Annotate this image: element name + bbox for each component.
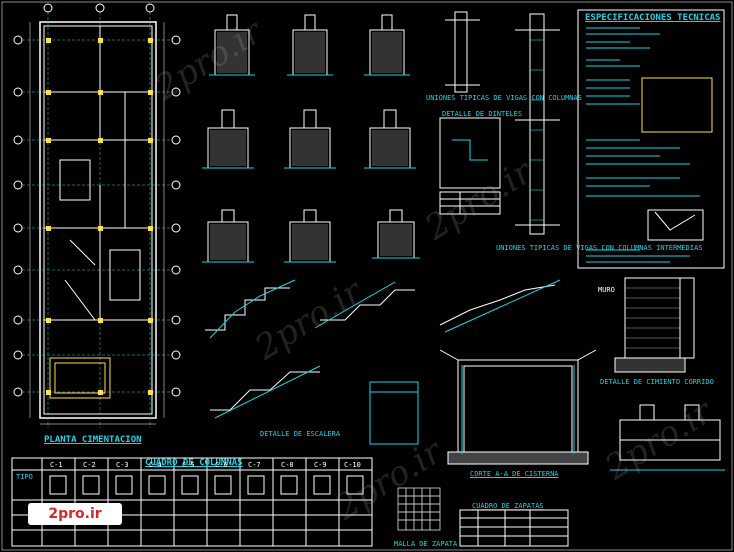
- footing-table-title: CUADRO DE ZAPATAS: [472, 502, 544, 510]
- column-table-header-4: C-4: [149, 461, 162, 469]
- column-table-header-6: C-6: [215, 461, 228, 469]
- cistern-section: [439, 349, 597, 465]
- footing-elevation: [610, 404, 725, 471]
- mesh-label: MALLA DE ZAPATA: [394, 540, 458, 548]
- column-table-header-9: C-9: [314, 461, 327, 469]
- foundation-plan: [13, 3, 181, 428]
- column-table-header-3: C-3: [116, 461, 129, 469]
- beam-column-label-2: UNIONES TIPICAS DE VIGAS CON COLUMNAS IN…: [496, 244, 703, 252]
- column-table-header-1: C-1: [50, 461, 63, 469]
- column-table-title: CUADRO DE COLUMNAS: [145, 458, 243, 468]
- column-table-header-2: C-2: [83, 461, 96, 469]
- footing-mesh: [397, 487, 441, 531]
- footing-sections: [202, 14, 420, 263]
- legend-box: [369, 381, 419, 445]
- watermark-logo: 2pro.ir: [28, 503, 122, 525]
- specs-box: [577, 9, 725, 269]
- cistern-section-label: CORTE A-A DE CISTERNA: [470, 470, 559, 478]
- column-elevations: [445, 11, 560, 235]
- column-table: [11, 457, 373, 547]
- stair-label: DETALLE DE ESCALERA: [260, 430, 341, 438]
- dintel-detail: [439, 117, 501, 215]
- column-table-header-7: C-7: [248, 461, 261, 469]
- column-table-header-8: C-8: [281, 461, 294, 469]
- plan-footings: [46, 38, 153, 395]
- specs-lines: [586, 27, 700, 263]
- wall-label: MURO: [598, 286, 615, 294]
- column-table-header-0: TIPO: [16, 473, 33, 481]
- column-table-header-10: C-10: [344, 461, 361, 469]
- column-table-sections: [49, 475, 364, 495]
- footing-table: [459, 509, 569, 547]
- specs-title: ESPECIFICACIONES TECNICAS: [585, 13, 721, 23]
- beam-column-label: UNIONES TIPICAS DE VIGAS CON COLUMNAS: [426, 94, 582, 102]
- foundation-label: DETALLE DE CIMIENTO CORRIDO: [600, 378, 714, 386]
- column-table-header-5: C-5: [182, 461, 195, 469]
- stair-details: [205, 279, 561, 419]
- plan-title: PLANTA CIMENTACION: [44, 435, 142, 445]
- wall-detail: [614, 277, 695, 373]
- dintel-label: DETALLE DE DINTELES: [442, 110, 523, 118]
